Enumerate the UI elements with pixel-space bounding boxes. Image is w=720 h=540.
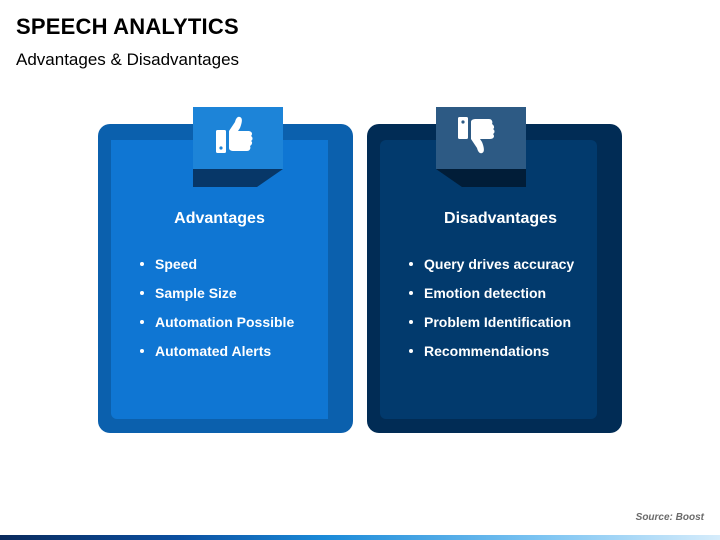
advantages-heading: Advantages [174, 210, 265, 227]
thumbs-down-icon [458, 117, 495, 154]
list-item: Automated Alerts [140, 341, 294, 370]
bottom-accent-bar [0, 535, 720, 540]
page-subtitle: Advantages & Disadvantages [16, 50, 240, 69]
page-title: SPEECH ANALYTICS [16, 14, 239, 39]
list-item: Recommendations [409, 341, 574, 370]
thumbs-up-icon [216, 116, 253, 153]
list-item: Speed [140, 254, 294, 283]
disadvantages-list: Query drives accuracy Emotion detection … [409, 254, 574, 370]
list-item: Query drives accuracy [409, 254, 574, 283]
source-note: Source: Boost [635, 512, 704, 523]
list-item: Automation Possible [140, 312, 294, 341]
advantages-tab [193, 107, 283, 187]
advantages-list: Speed Sample Size Automation Possible Au… [140, 254, 294, 370]
list-item: Problem Identification [409, 312, 574, 341]
list-item: Emotion detection [409, 283, 574, 312]
list-item: Sample Size [140, 283, 294, 312]
disadvantages-tab [436, 107, 526, 187]
disadvantages-heading: Disadvantages [444, 210, 557, 227]
